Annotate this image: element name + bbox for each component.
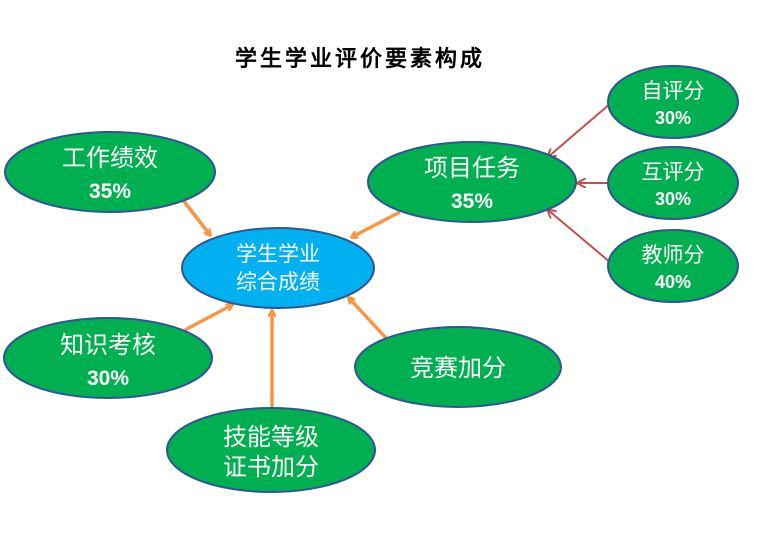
node-cert: 技能等级 证书加分 bbox=[166, 407, 376, 493]
node-project-value: 35% bbox=[451, 190, 493, 213]
node-knowledge-value: 30% bbox=[87, 367, 129, 390]
diagram-title: 学生学业评价要素构成 bbox=[235, 46, 485, 72]
sub-node-peer-label: 互评分 bbox=[642, 160, 705, 184]
sub-node-teacher-label: 教师分 bbox=[642, 243, 705, 267]
center-line1: 学生学业 bbox=[236, 242, 320, 266]
center-line2: 综合成绩 bbox=[236, 270, 320, 294]
sub-node-self-label: 自评分 bbox=[642, 79, 705, 103]
arrows bbox=[181, 102, 612, 414]
sub-node-self-value: 30% bbox=[655, 108, 691, 128]
arrow-knowledge-to-center bbox=[184, 305, 232, 332]
node-cert-line2: 证书加分 bbox=[223, 453, 319, 481]
sub-node-teacher-value: 40% bbox=[655, 272, 691, 292]
node-work: 工作绩效 35% bbox=[4, 131, 216, 213]
node-contest-label: 竞赛加分 bbox=[410, 354, 506, 382]
arrow-contest-to-center bbox=[349, 298, 388, 340]
node-work-label: 工作绩效 bbox=[62, 144, 158, 172]
node-knowledge-label: 知识考核 bbox=[60, 331, 156, 359]
node-work-value: 35% bbox=[89, 180, 131, 203]
arrow-teacher-to-project bbox=[548, 210, 612, 264]
node-knowledge: 知识考核 30% bbox=[3, 317, 213, 399]
arrow-work-to-center bbox=[181, 198, 210, 235]
arrow-self-to-project bbox=[548, 102, 612, 157]
node-project: 项目任务 35% bbox=[367, 141, 577, 223]
node-project-label: 项目任务 bbox=[424, 154, 520, 182]
node-contest: 竞赛加分 bbox=[354, 326, 562, 408]
sub-node-self: 自评分 30% bbox=[607, 65, 739, 139]
node-cert-line1: 技能等级 bbox=[223, 423, 319, 451]
arrow-project-to-center bbox=[352, 210, 401, 237]
sub-node-peer-value: 30% bbox=[655, 189, 691, 209]
sub-node-peer: 互评分 30% bbox=[607, 146, 739, 220]
sub-node-teacher: 教师分 40% bbox=[607, 229, 739, 303]
center-node: 学生学业 综合成绩 bbox=[181, 227, 375, 309]
